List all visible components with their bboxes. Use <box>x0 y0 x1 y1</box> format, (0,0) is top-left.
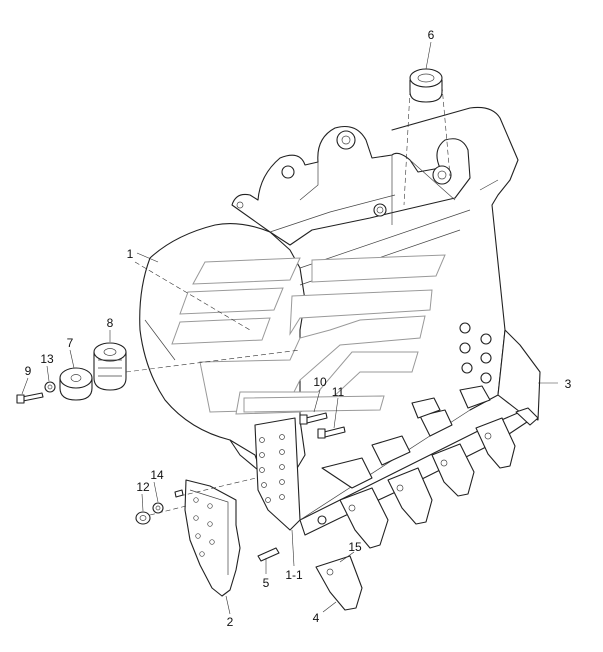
callout-4: 4 <box>313 611 320 625</box>
callout-7: 7 <box>67 336 74 350</box>
side-plate-holes <box>259 434 285 503</box>
watermark-logo <box>171 254 446 415</box>
callout-1-1: 1-1 <box>285 568 303 582</box>
callout-15: 15 <box>348 540 362 554</box>
callout-5: 5 <box>263 576 270 590</box>
callout-10: 10 <box>313 375 327 389</box>
callout-8: 8 <box>107 316 114 330</box>
callout-1: 1 <box>127 247 134 261</box>
leader-lines <box>21 41 558 615</box>
callout-13: 13 <box>40 352 54 366</box>
hardware-parts <box>16 68 443 562</box>
callout-6: 6 <box>428 28 435 42</box>
bucket-teeth <box>315 385 539 611</box>
callout-labels: 6 1 3 8 7 13 9 10 11 14 12 15 5 1-1 4 2 <box>25 28 572 629</box>
callout-9: 9 <box>25 364 32 378</box>
side-cutter <box>184 479 241 597</box>
callout-12: 12 <box>136 480 150 494</box>
callout-3: 3 <box>565 377 572 391</box>
callout-14: 14 <box>150 468 164 482</box>
callout-11: 11 <box>332 385 345 399</box>
side-cutter-bolts <box>459 322 492 384</box>
callout-2: 2 <box>227 615 234 629</box>
